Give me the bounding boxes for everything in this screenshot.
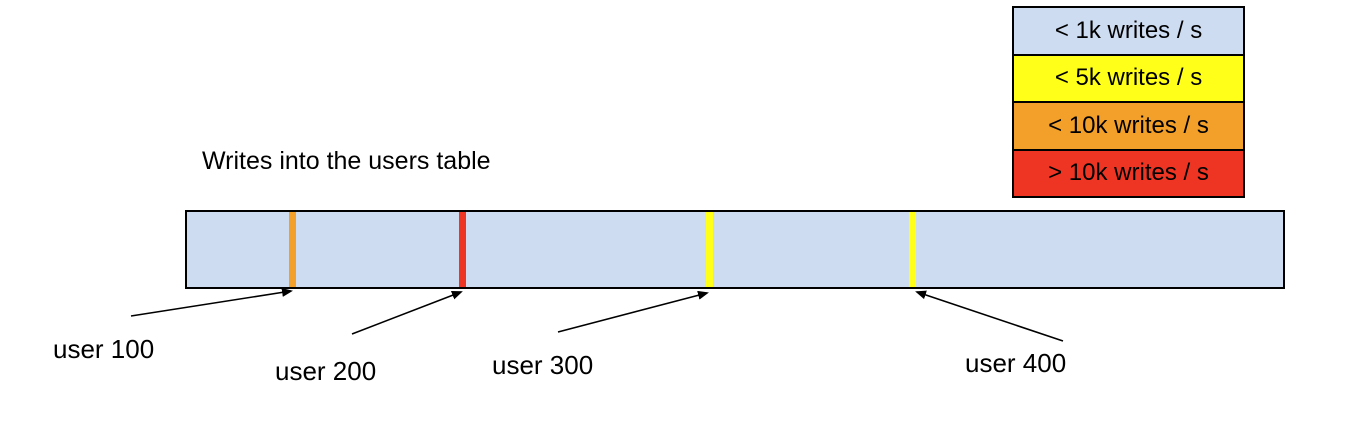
legend-row-gt-10k: > 10k writes / s	[1014, 148, 1243, 196]
legend: < 1k writes / s < 5k writes / s < 10k wr…	[1012, 6, 1245, 198]
label-user-100: user 100	[53, 334, 155, 364]
bar-mark-user-200	[459, 212, 466, 287]
arrow-user-100-icon	[130, 287, 293, 317]
legend-row-lt-10k: < 10k writes / s	[1014, 101, 1243, 149]
legend-row-lt-5k: < 5k writes / s	[1014, 53, 1243, 101]
diagram-title: Writes into the users table	[202, 147, 491, 175]
legend-label-lt-5k: < 5k writes / s	[1054, 64, 1203, 92]
label-user-300: user 300	[492, 350, 594, 380]
bar-mark-user-100	[289, 212, 296, 287]
label-user-400: user 400	[965, 348, 1067, 378]
arrow-user-400-icon	[915, 290, 1064, 342]
arrow-user-200-icon	[351, 291, 463, 335]
label-user-200: user 200	[275, 356, 377, 386]
legend-label-lt-1k: < 1k writes / s	[1054, 16, 1203, 44]
arrow-user-300-icon	[557, 290, 709, 333]
bar-mark-user-300	[706, 212, 713, 287]
legend-label-lt-10k: < 10k writes / s	[1048, 111, 1209, 139]
legend-label-gt-10k: > 10k writes / s	[1048, 159, 1209, 187]
users-table-bar	[185, 210, 1285, 289]
legend-row-lt-1k: < 1k writes / s	[1014, 8, 1243, 54]
bar-mark-user-400	[909, 212, 916, 287]
